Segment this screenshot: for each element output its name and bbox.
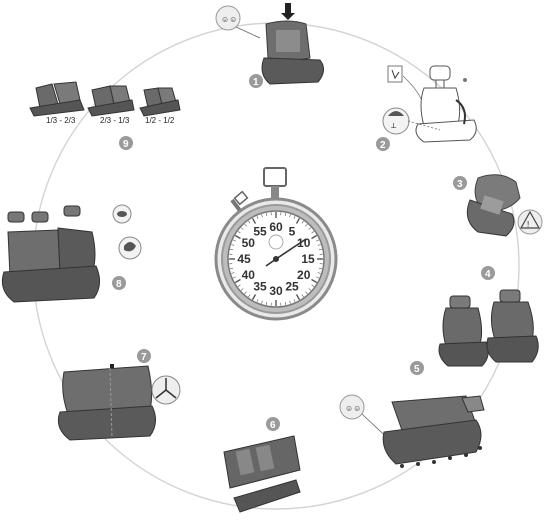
warning-triangle-icon: !	[517, 209, 543, 235]
step-1-seat-cover-pull: ☺☺ 1	[215, 3, 324, 88]
dial-ticks	[229, 212, 323, 306]
step-6-back-panel: 6	[223, 417, 301, 513]
step-7-rear-seat-split: 7	[57, 349, 181, 441]
dial-tick	[231, 272, 235, 274]
dial-tick	[318, 248, 323, 251]
dial-tick	[261, 300, 263, 304]
dial-tick	[293, 299, 296, 303]
step-number: 9	[123, 139, 129, 150]
svg-text:!: !	[527, 220, 529, 229]
dial-number: 15	[301, 252, 315, 266]
dial-tick	[234, 234, 241, 240]
dial-tick	[308, 288, 312, 291]
step-number: 2	[380, 140, 386, 151]
dial-tick	[301, 294, 304, 298]
dial-tick	[308, 227, 312, 230]
step-2-headrest-and-hooks: ⟂ 2	[376, 65, 477, 151]
dial-tick	[248, 220, 251, 224]
dial-tick	[311, 284, 315, 287]
dial-tick	[316, 276, 320, 279]
dial-tick	[231, 244, 235, 246]
dial-tick	[232, 239, 236, 242]
dial-tick	[265, 212, 268, 217]
dial-tick	[240, 288, 244, 291]
svg-text:☺☺: ☺☺	[221, 15, 237, 24]
dial-tick	[284, 212, 287, 217]
dial-tick	[265, 301, 268, 306]
svg-text:⟂: ⟂	[391, 121, 397, 130]
dial-tick	[248, 294, 251, 298]
hint-bubble	[215, 5, 241, 31]
dial-tick	[289, 300, 291, 304]
dial-tick	[305, 223, 308, 227]
dial-tick	[305, 291, 308, 295]
svg-text:☺☺: ☺☺	[345, 404, 361, 413]
dial-tick	[318, 267, 323, 270]
dial-tick	[295, 294, 301, 301]
dial-tick	[232, 276, 236, 279]
fastener-icon	[400, 446, 482, 468]
dial-tick	[251, 217, 257, 224]
dial-tick	[256, 215, 259, 219]
dial-tick	[316, 239, 320, 242]
dial-tick	[317, 272, 321, 274]
dial-number: 20	[297, 268, 311, 282]
dial-tick	[293, 215, 296, 219]
dial-tick	[311, 234, 318, 240]
step-number: 7	[141, 352, 147, 363]
dial-tick	[317, 244, 321, 246]
dial-number: 25	[285, 280, 299, 294]
step-4-front-seats-covered: 4	[438, 266, 539, 367]
dial-number: 60	[269, 220, 283, 234]
split-label-3: 1/2 - 1/2	[145, 116, 175, 125]
step-number: 6	[270, 420, 276, 431]
dial-number: 40	[242, 268, 256, 282]
step-number: 4	[485, 269, 491, 280]
dial-number: 35	[253, 280, 267, 294]
dial-number: 30	[269, 284, 283, 298]
dial-number: 5	[289, 224, 296, 238]
step-5-rear-bench-cover: 5 ☺☺	[339, 361, 485, 468]
step-3-seat-cushion: 3 !	[453, 174, 543, 237]
split-label-2: 2/3 - 1/3	[100, 116, 130, 125]
dial-tick	[311, 231, 315, 234]
dial-tick	[256, 299, 259, 303]
dial-number: 50	[242, 236, 256, 250]
dial-tick	[229, 267, 234, 270]
split-label-1: 1/3 - 2/3	[46, 116, 76, 125]
dial-tick	[237, 231, 241, 234]
dial-tick	[301, 220, 304, 224]
dial-tick	[234, 278, 241, 284]
dial-tick	[229, 248, 234, 251]
dial-tick	[244, 291, 247, 295]
dial-tick	[244, 223, 247, 227]
dial-tick	[295, 217, 301, 224]
step-number: 1	[253, 77, 259, 88]
fastener-icon	[151, 375, 181, 405]
headrest-icon	[7, 205, 81, 223]
dial-number: 45	[237, 252, 251, 266]
dial-tick	[289, 214, 291, 218]
dial-tick	[237, 284, 241, 287]
dial-tick	[311, 278, 318, 284]
step-number: 8	[116, 279, 122, 290]
dial-tick	[261, 214, 263, 218]
dial-tick	[240, 227, 244, 230]
dial-number: 55	[253, 224, 267, 238]
dial-tick	[284, 301, 287, 306]
step-9-split-options: 9 1/3 - 2/3 2/3 - 1/3 1/2 - 1/2	[29, 81, 181, 150]
step-8-rear-headrests: 8	[1, 204, 142, 303]
dial-tick	[251, 294, 257, 301]
step-number: 3	[457, 179, 463, 190]
dial-number: 10	[297, 236, 311, 250]
step-number: 5	[414, 364, 420, 375]
